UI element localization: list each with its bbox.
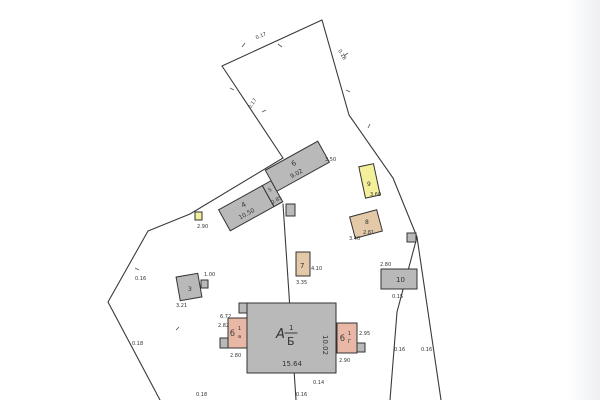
marker-small-left [194, 211, 203, 221]
building-4-dim-side: 2.90 [197, 224, 208, 230]
building-7: 7 3.35 4.10 [295, 251, 322, 286]
building-5-number: 5 [267, 187, 273, 194]
building-6-dim-side: 3.50 [325, 157, 336, 163]
building-3-porch [200, 279, 209, 289]
marker-small-right [406, 232, 417, 243]
building-10-dim: 2.80 [380, 262, 391, 268]
dim-bottom-left: 0.18 [196, 392, 207, 398]
main-house-dim-left: 6.72 [220, 314, 231, 320]
building-3-dim: 3.21 [176, 303, 187, 309]
annex-left: б 1 а 2.80 2.82 [218, 317, 248, 359]
dim-right-upper: 0.18 [336, 49, 347, 62]
building-9: 9 3.60 [358, 163, 381, 199]
main-house-sub: 1 [289, 324, 293, 332]
main-house: А 1 Б 15.64 10.02 6.72 [220, 302, 337, 374]
building-6 [264, 140, 331, 192]
building-5-dim: 2.85 [271, 195, 284, 206]
dim-left-lower: 0.18 [132, 341, 143, 347]
annex-right-dim: 2.90 [339, 358, 350, 364]
annex-left-dim-side: 2.82 [218, 323, 229, 329]
marker-small-mid [285, 203, 296, 217]
annex-left-dim: 2.80 [230, 353, 241, 359]
main-house-body [246, 302, 337, 374]
annex-left-number: б [230, 329, 235, 338]
annex-right-step [356, 342, 366, 353]
dim-upper-left: 0.17 [247, 97, 258, 110]
dim-top: 0.17 [255, 31, 268, 41]
building-8-dim: 2.81 [363, 230, 374, 236]
boundary-dimensions: 0.17 0.17 0.18 0.16 0.18 0.18 0.16 0.14 … [132, 31, 432, 398]
building-3-number: 3 [188, 286, 192, 293]
annex-right: б 1 Г 2.90 2.95 [336, 322, 370, 364]
annex-right-dim-side: 2.95 [359, 331, 370, 337]
building-4-number: 4 [240, 200, 248, 209]
dim-left: 0.16 [135, 276, 146, 282]
main-house-dim-bottom: 15.64 [282, 360, 303, 368]
annex-left-step [219, 337, 229, 349]
annex-right-number: б [340, 334, 345, 343]
building-10: 10 2.80 [380, 262, 418, 290]
main-house-letter: А [275, 327, 285, 342]
main-house-letter-b: Б [287, 335, 295, 348]
building-9-number: 9 [367, 181, 371, 188]
building-9-dim: 3.60 [370, 192, 381, 198]
dim-bottom-mid2: 0.14 [313, 380, 324, 386]
building-7-number: 7 [300, 262, 304, 270]
annex-left-frac-top: 1 [238, 326, 241, 332]
dim-right-lower1: 0.16 [394, 347, 405, 353]
main-house-dim-right: 10.02 [321, 335, 329, 355]
annex-right-frac-top: 1 [348, 331, 351, 337]
building-8-dim-side: 3.40 [349, 236, 360, 242]
dim-right-mid: 0.15 [392, 294, 403, 300]
building-3-dim-side: 1.00 [204, 272, 215, 278]
building-8-number: 8 [365, 219, 369, 226]
building-8: 8 2.81 3.40 [349, 209, 383, 242]
building-3: 3 3.21 1.00 [175, 272, 215, 309]
building-6-number: 6 [290, 159, 298, 168]
building-strip: 4 10.50 5 2.85 6 9.02 [217, 140, 331, 232]
annex-left-frac-bot: а [238, 334, 241, 340]
building-7-dim: 3.35 [296, 280, 307, 286]
building-7-dim-side: 4.10 [311, 266, 322, 272]
dim-bottom-mid: 0.16 [296, 392, 307, 398]
main-house-porch [238, 302, 248, 314]
building-10-number: 10 [396, 276, 405, 284]
dim-right-lower2: 0.16 [421, 347, 432, 353]
annex-right-frac-bot: Г [348, 339, 351, 345]
